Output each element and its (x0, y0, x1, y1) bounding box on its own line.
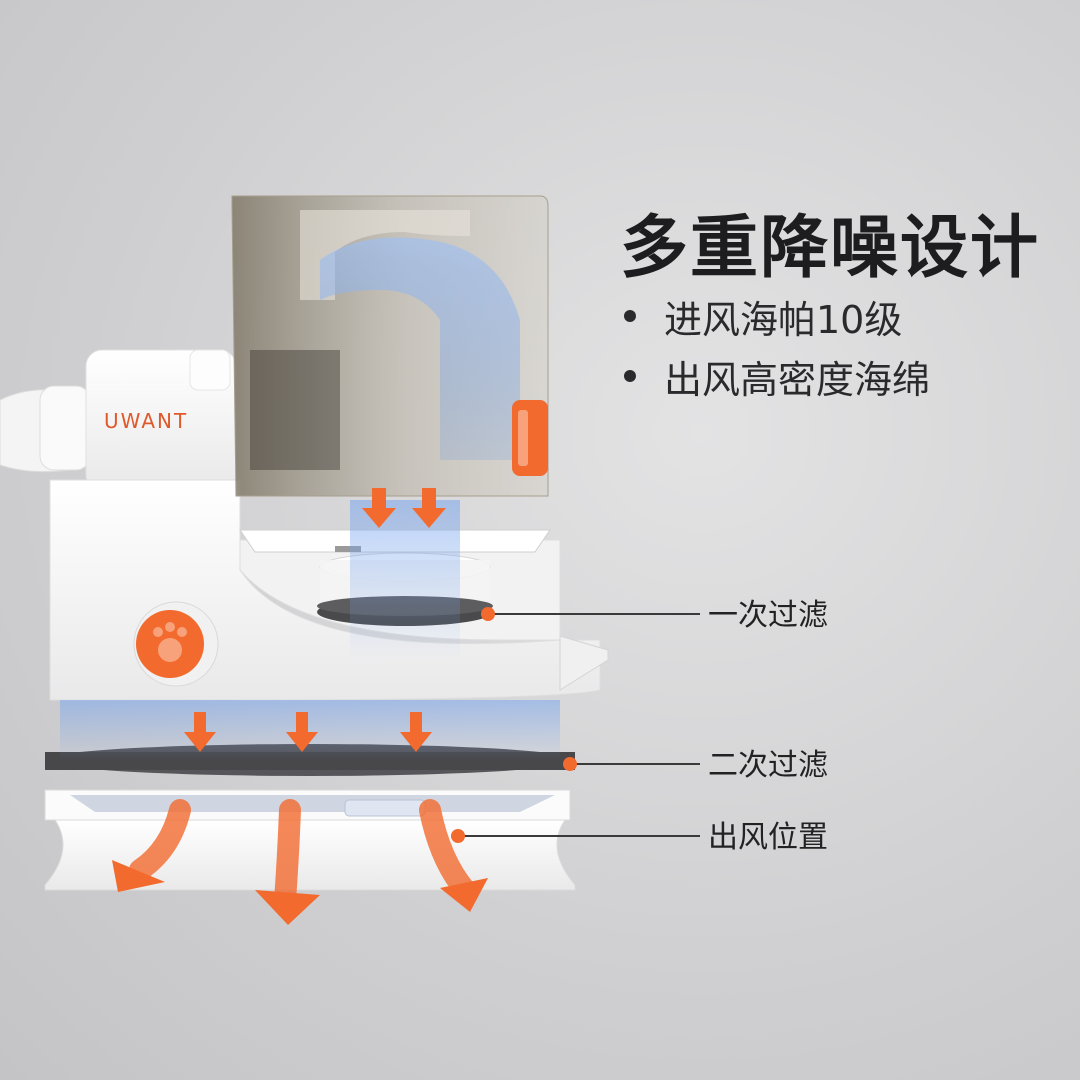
callout-second-filter: 二次过滤 (708, 748, 828, 783)
down-arrows (184, 488, 446, 752)
brand-logo: UWANT (104, 409, 189, 433)
paw-dial (133, 601, 219, 687)
water-tank (231, 195, 551, 553)
airflow-mist (60, 700, 560, 760)
callout-lines (451, 607, 700, 843)
feature-text: 进风海帕10级 (664, 297, 903, 342)
airflow-column (350, 500, 460, 660)
headline: 多重降噪设计 (620, 209, 1041, 288)
feature-item: 进风海帕10级 (624, 286, 930, 346)
callout-first-filter: 一次过滤 (708, 598, 828, 633)
feature-text: 出风高密度海绵 (664, 357, 931, 402)
bullet-dot-icon (624, 310, 636, 322)
callout-outlet: 出风位置 (708, 820, 828, 855)
outflow-arrows (129, 799, 476, 911)
hose (0, 385, 91, 473)
outflow-arrow-heads (112, 860, 488, 925)
feature-item: 出风高密度海绵 (624, 346, 930, 406)
feature-list: 进风海帕10级 出风高密度海绵 (624, 286, 930, 406)
bullet-dot-icon (624, 370, 636, 382)
